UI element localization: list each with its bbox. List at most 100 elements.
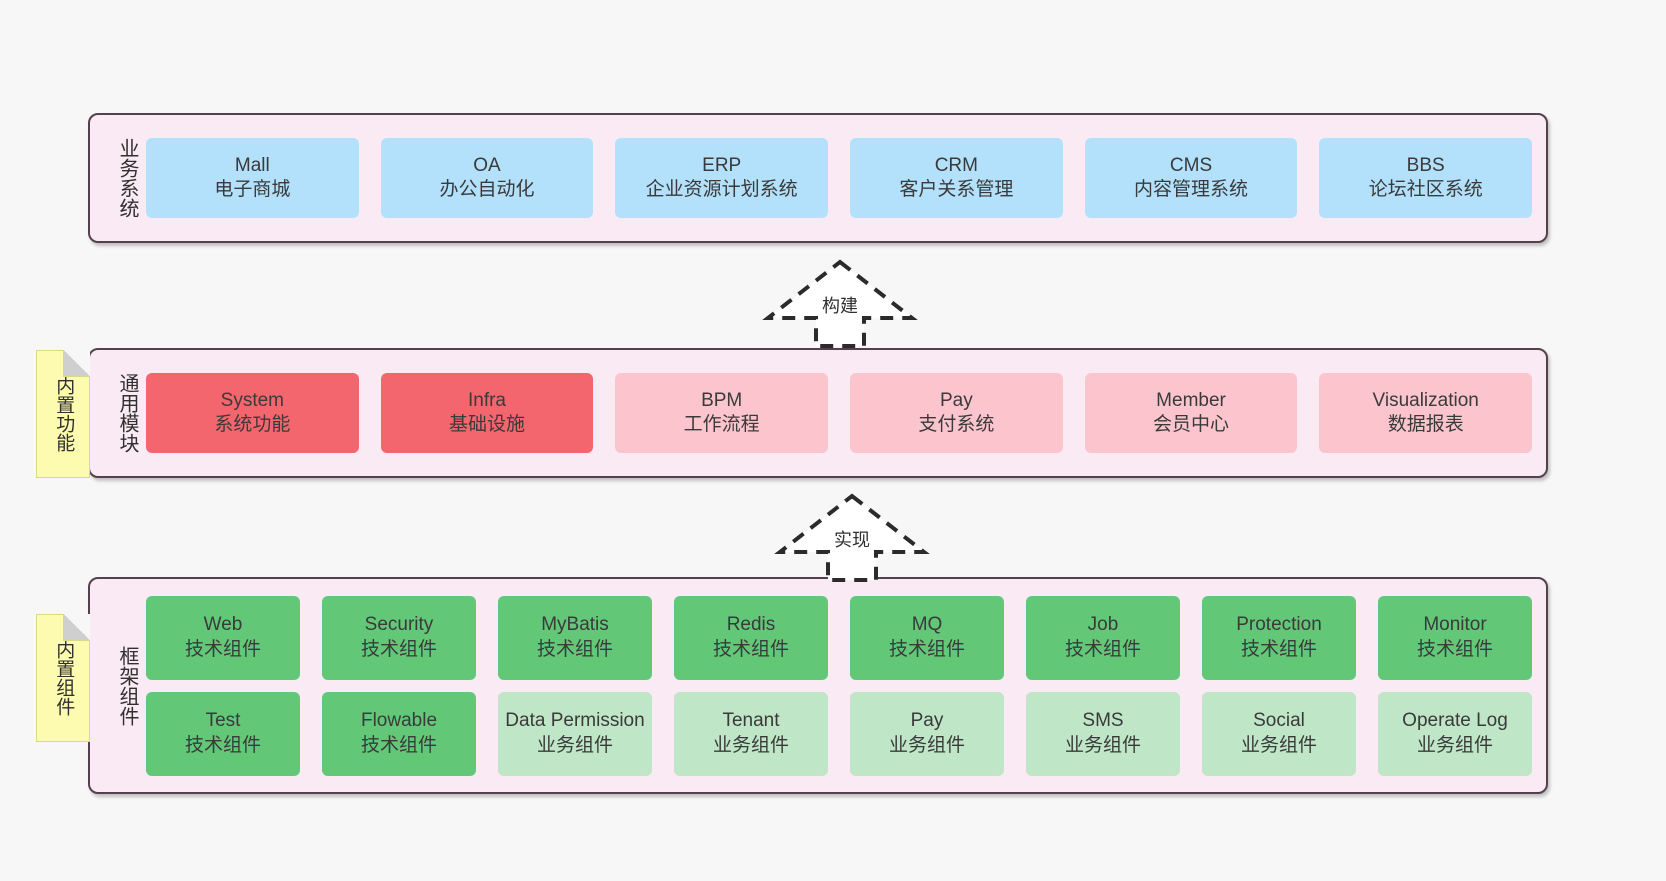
card-subtitle: 企业资源计划系统	[645, 179, 798, 200]
card-title: CMS	[1169, 154, 1213, 176]
card-security[interactable]: Security 技术组件	[322, 595, 476, 680]
card-erp[interactable]: ERP 企业资源计划系统	[615, 138, 829, 218]
card-cms[interactable]: CMS 内容管理系统	[1084, 138, 1298, 218]
card-subtitle: 支付系统	[918, 414, 995, 435]
layer-common-modules: 通用模块 System 系统功能 Infra 基础设施 BPM 工作流程 Pay…	[88, 348, 1548, 478]
card-title: Web	[203, 614, 243, 636]
card-title: CRM	[934, 154, 978, 176]
card-bpm[interactable]: BPM 工作流程	[615, 373, 829, 453]
card-row: System 系统功能 Infra 基础设施 BPM 工作流程 Pay 支付系统…	[146, 373, 1533, 453]
card-data-permission[interactable]: Data Permission 业务组件	[498, 691, 652, 776]
card-bbs[interactable]: BBS 论坛社区系统	[1319, 138, 1533, 218]
card-subtitle: 基础设施	[449, 414, 526, 435]
card-subtitle: 业务组件	[1064, 734, 1141, 756]
card-web[interactable]: Web 技术组件	[146, 595, 300, 680]
card-title: Data Permission	[505, 710, 645, 732]
card-protection[interactable]: Protection 技术组件	[1202, 595, 1356, 680]
card-subtitle: 会员中心	[1153, 414, 1230, 435]
card-title: Pay	[939, 389, 973, 411]
card-sms[interactable]: SMS 业务组件	[1026, 691, 1180, 776]
card-title: BPM	[701, 389, 743, 411]
card-test[interactable]: Test 技术组件	[146, 691, 300, 776]
card-mybatis[interactable]: MyBatis 技术组件	[498, 595, 652, 680]
card-title: Protection	[1236, 614, 1322, 636]
layer-business-systems: 业务系统 Mall 电子商城 OA 办公自动化 ERP 企业资源计划系统 CRM…	[88, 113, 1548, 243]
card-pay[interactable]: Pay 支付系统	[850, 373, 1063, 453]
card-title: MyBatis	[541, 614, 609, 636]
card-title: Member	[1156, 389, 1226, 411]
card-grid-common: System 系统功能 Infra 基础设施 BPM 工作流程 Pay 支付系统…	[142, 373, 1546, 453]
card-subtitle: 业务组件	[536, 734, 613, 756]
card-subtitle: 工作流程	[683, 414, 760, 435]
card-title: MQ	[911, 614, 943, 636]
card-flowable[interactable]: Flowable 技术组件	[322, 691, 476, 776]
card-mq[interactable]: MQ 技术组件	[850, 595, 1004, 680]
card-title: Pay	[910, 710, 944, 732]
card-operate-log[interactable]: Operate Log 业务组件	[1378, 691, 1532, 776]
card-crm[interactable]: CRM 客户关系管理	[850, 138, 1063, 218]
card-title: Job	[1087, 614, 1119, 636]
card-title: Infra	[467, 389, 507, 411]
layer-framework-components: 框架组件 Web 技术组件 Security 技术组件 MyBatis 技术组件…	[88, 577, 1548, 794]
card-title: System	[220, 389, 285, 411]
card-subtitle: 技术组件	[1416, 638, 1493, 660]
card-title: ERP	[702, 154, 742, 176]
card-title: OA	[473, 154, 501, 176]
card-title: Redis	[726, 614, 776, 636]
card-subtitle: 技术组件	[536, 638, 613, 660]
card-job[interactable]: Job 技术组件	[1026, 595, 1180, 680]
card-subtitle: 数据报表	[1387, 414, 1464, 435]
card-redis[interactable]: Redis 技术组件	[674, 595, 828, 680]
card-subtitle: 办公自动化	[439, 179, 535, 200]
card-row: Web 技术组件 Security 技术组件 MyBatis 技术组件 Redi…	[146, 595, 1532, 680]
card-subtitle: 技术组件	[712, 638, 789, 660]
card-title: Mall	[234, 154, 270, 176]
layer-title-framework: 框架组件	[116, 645, 138, 726]
card-subtitle: 技术组件	[1064, 638, 1141, 660]
card-title: SMS	[1082, 710, 1124, 732]
connector-build: 构建	[760, 256, 920, 352]
card-title: Operate Log	[1402, 710, 1508, 732]
card-pay-business[interactable]: Pay 业务组件	[850, 691, 1004, 776]
card-subtitle: 业务组件	[712, 734, 789, 756]
generalization-arrow-icon	[762, 259, 918, 348]
card-grid-framework: Web 技术组件 Security 技术组件 MyBatis 技术组件 Redi…	[142, 595, 1546, 776]
layer-title-business: 业务系统	[116, 138, 138, 218]
card-subtitle: 技术组件	[184, 734, 261, 756]
card-subtitle: 论坛社区系统	[1368, 179, 1483, 200]
card-subtitle: 技术组件	[184, 638, 261, 660]
card-row: Test 技术组件 Flowable 技术组件 Data Permission …	[146, 691, 1532, 776]
card-title: Monitor	[1423, 614, 1487, 636]
card-subtitle: 技术组件	[888, 638, 965, 660]
card-subtitle: 客户关系管理	[899, 179, 1014, 200]
card-subtitle: 系统功能	[214, 414, 291, 435]
layer-title-common: 通用模块	[116, 373, 138, 453]
card-infra[interactable]: Infra 基础设施	[380, 373, 594, 453]
note-builtin-features: 内置功能	[36, 350, 90, 478]
card-visualization[interactable]: Visualization 数据报表	[1319, 373, 1533, 453]
card-title: BBS	[1406, 154, 1445, 176]
card-member[interactable]: Member 会员中心	[1084, 373, 1298, 453]
card-grid-business: Mall 电子商城 OA 办公自动化 ERP 企业资源计划系统 CRM 客户关系…	[142, 138, 1546, 218]
card-title: Tenant	[722, 710, 780, 732]
card-system[interactable]: System 系统功能	[146, 373, 359, 453]
card-title: Test	[205, 710, 241, 732]
card-mall[interactable]: Mall 电子商城	[146, 138, 359, 218]
card-subtitle: 业务组件	[1240, 734, 1317, 756]
note-builtin-components: 内置组件	[36, 614, 90, 742]
card-tenant[interactable]: Tenant 业务组件	[674, 691, 828, 776]
card-subtitle: 业务组件	[1416, 734, 1493, 756]
card-social[interactable]: Social 业务组件	[1202, 691, 1356, 776]
card-monitor[interactable]: Monitor 技术组件	[1378, 595, 1532, 680]
card-title: Visualization	[1372, 389, 1479, 411]
card-subtitle: 电子商城	[214, 179, 291, 200]
card-subtitle: 技术组件	[360, 734, 437, 756]
card-title: Social	[1253, 710, 1305, 732]
card-oa[interactable]: OA 办公自动化	[380, 138, 594, 218]
card-row: Mall 电子商城 OA 办公自动化 ERP 企业资源计划系统 CRM 客户关系…	[146, 138, 1533, 218]
card-subtitle: 业务组件	[888, 734, 965, 756]
card-title: Security	[364, 614, 434, 636]
generalization-arrow-icon	[774, 493, 930, 582]
card-subtitle: 技术组件	[360, 638, 437, 660]
connector-realize: 实现	[772, 490, 932, 586]
